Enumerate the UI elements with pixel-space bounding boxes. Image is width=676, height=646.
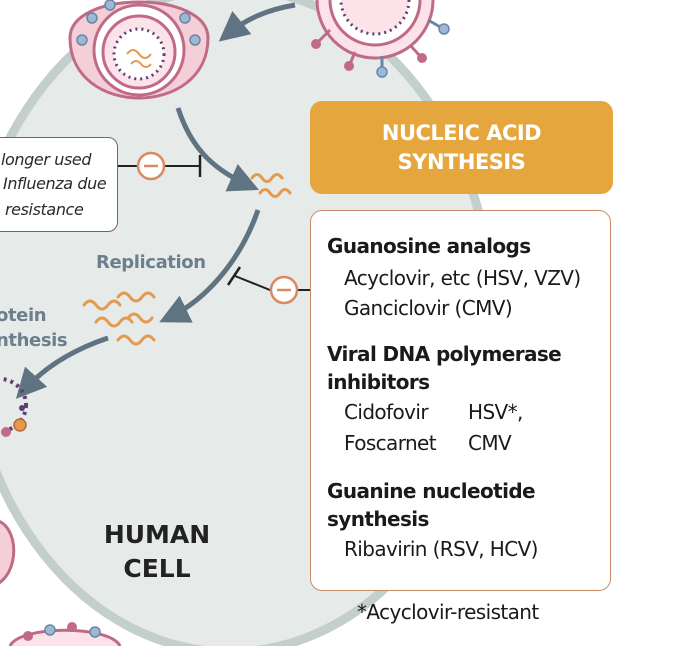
left-note-line: Influenza due [3, 174, 107, 193]
section-title-box: NUCLEIC ACID SYNTHESIS [310, 101, 613, 194]
section-title-line: NUCLEIC ACID [381, 120, 542, 145]
endocytosis-virus-icon [68, 0, 210, 100]
replication-label: Replication [96, 252, 206, 273]
left-note-box: longer used Influenza due resistance [0, 137, 118, 232]
drug-item: Cidofovir [344, 400, 429, 424]
drug-item: Foscarnet [344, 431, 437, 455]
human-cell-label: HUMAN CELL [92, 518, 222, 586]
inhibition-symbol-replication [226, 266, 312, 305]
virus-bottom-icon [8, 622, 122, 646]
drug-item: Ribavirin (RSV, HCV) [344, 537, 538, 561]
drug-list-box [310, 210, 611, 591]
drug-item: Ganciclovir (CMV) [344, 296, 513, 320]
virus-particle-icon [311, 0, 450, 78]
section-title-line: SYNTHESIS [397, 149, 526, 174]
section-heading: inhibitors [327, 370, 430, 394]
footnote: *Acyclovir-resistant [357, 600, 539, 624]
section-heading: synthesis [327, 507, 429, 531]
protein-synthesis-label-line: nthesis [0, 330, 68, 351]
assembled-virion-icon [0, 377, 28, 437]
section-heading: Guanosine analogs [327, 234, 531, 258]
drug-item: Acyclovir, etc (HSV, VZV) [344, 266, 581, 290]
human-cell-label-line: HUMAN [103, 520, 211, 549]
left-note-line: longer used [1, 150, 92, 169]
inhibition-symbol-top [118, 151, 202, 181]
process-arrows [15, 2, 296, 399]
indication-text: CMV [468, 431, 512, 455]
viral-rna-icon [82, 173, 292, 346]
indication-text: HSV*, [468, 400, 523, 424]
section-heading: Viral DNA polymerase [327, 342, 562, 366]
section-heading: Guanine nucleotide [327, 479, 536, 503]
budding-virus-icon [0, 520, 16, 584]
protein-synthesis-label-line: otein [0, 305, 47, 326]
human-cell-label-line: CELL [123, 554, 191, 583]
left-note-line: resistance [5, 200, 84, 219]
